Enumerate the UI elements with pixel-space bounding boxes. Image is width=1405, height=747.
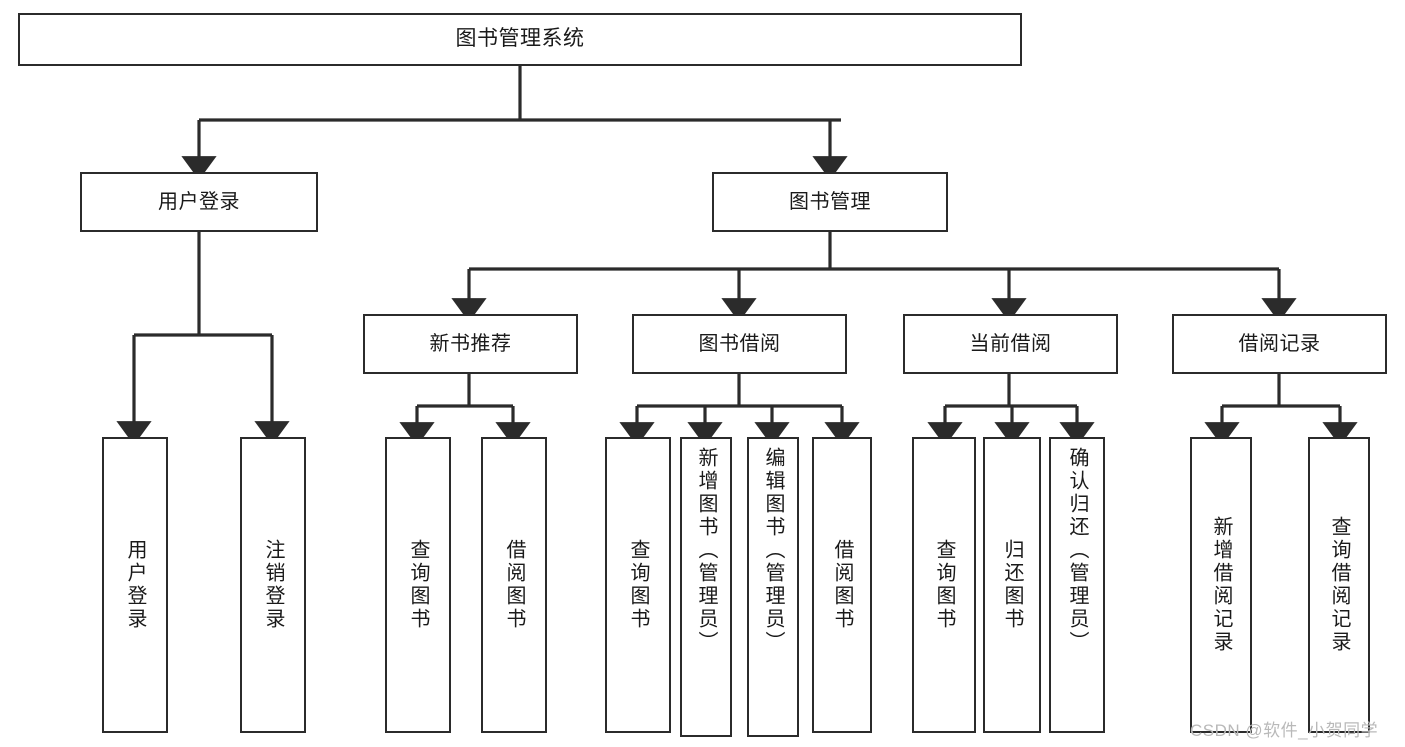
node-new-book-recommend[interactable]: 新书推荐: [363, 314, 578, 374]
node-query-book-recommend[interactable]: 查询图书: [385, 437, 451, 733]
node-current-borrow[interactable]: 当前借阅: [903, 314, 1118, 374]
node-add-borrow-record[interactable]: 新增借阅记录: [1190, 437, 1252, 733]
node-confirm-return-admin-label: 确认归还（管理员）: [1066, 447, 1088, 654]
node-user-login-label: 用户登录: [158, 190, 240, 213]
node-query-book-borrow-label: 查询图书: [627, 539, 649, 631]
node-borrow-record[interactable]: 借阅记录: [1172, 314, 1387, 374]
node-book-borrow[interactable]: 图书借阅: [632, 314, 847, 374]
node-add-book-admin[interactable]: 新增图书（管理员）: [680, 437, 732, 737]
node-borrow-book-leaf[interactable]: 借阅图书: [812, 437, 872, 733]
node-new-book-recommend-label: 新书推荐: [429, 332, 512, 355]
node-return-book[interactable]: 归还图书: [983, 437, 1041, 733]
node-root[interactable]: 图书管理系统: [18, 13, 1022, 66]
node-return-book-label: 归还图书: [1001, 539, 1023, 631]
node-current-borrow-label: 当前借阅: [969, 332, 1052, 355]
node-user-login-leaf-label: 用户登录: [124, 539, 146, 631]
node-borrow-book-leaf-label: 借阅图书: [831, 539, 853, 631]
node-user-login-leaf[interactable]: 用户登录: [102, 437, 168, 733]
node-book-management[interactable]: 图书管理: [712, 172, 948, 232]
node-query-borrow-record[interactable]: 查询借阅记录: [1308, 437, 1370, 733]
node-book-borrow-label: 图书借阅: [698, 332, 781, 355]
node-borrow-book-recommend[interactable]: 借阅图书: [481, 437, 547, 733]
node-query-book-current[interactable]: 查询图书: [912, 437, 976, 733]
csdn-watermark: CSDN @软件_小贺同学: [1190, 721, 1379, 740]
node-query-book-recommend-label: 查询图书: [407, 539, 429, 631]
node-borrow-record-label: 借阅记录: [1238, 332, 1321, 355]
node-user-login[interactable]: 用户登录: [80, 172, 318, 232]
node-logout-leaf-label: 注销登录: [262, 539, 284, 631]
node-root-label: 图书管理系统: [455, 27, 585, 51]
node-query-book-current-label: 查询图书: [933, 539, 955, 631]
node-query-book-borrow[interactable]: 查询图书: [605, 437, 671, 733]
node-add-book-admin-label: 新增图书（管理员）: [695, 447, 717, 654]
node-borrow-book-recommend-label: 借阅图书: [503, 539, 525, 631]
node-add-borrow-record-label: 新增借阅记录: [1210, 516, 1232, 654]
node-edit-book-admin-label: 编辑图书（管理员）: [762, 447, 784, 654]
node-logout-leaf[interactable]: 注销登录: [240, 437, 306, 733]
node-query-borrow-record-label: 查询借阅记录: [1328, 516, 1350, 654]
node-book-management-label: 图书管理: [789, 190, 871, 213]
node-edit-book-admin[interactable]: 编辑图书（管理员）: [747, 437, 799, 737]
node-confirm-return-admin[interactable]: 确认归还（管理员）: [1049, 437, 1105, 733]
